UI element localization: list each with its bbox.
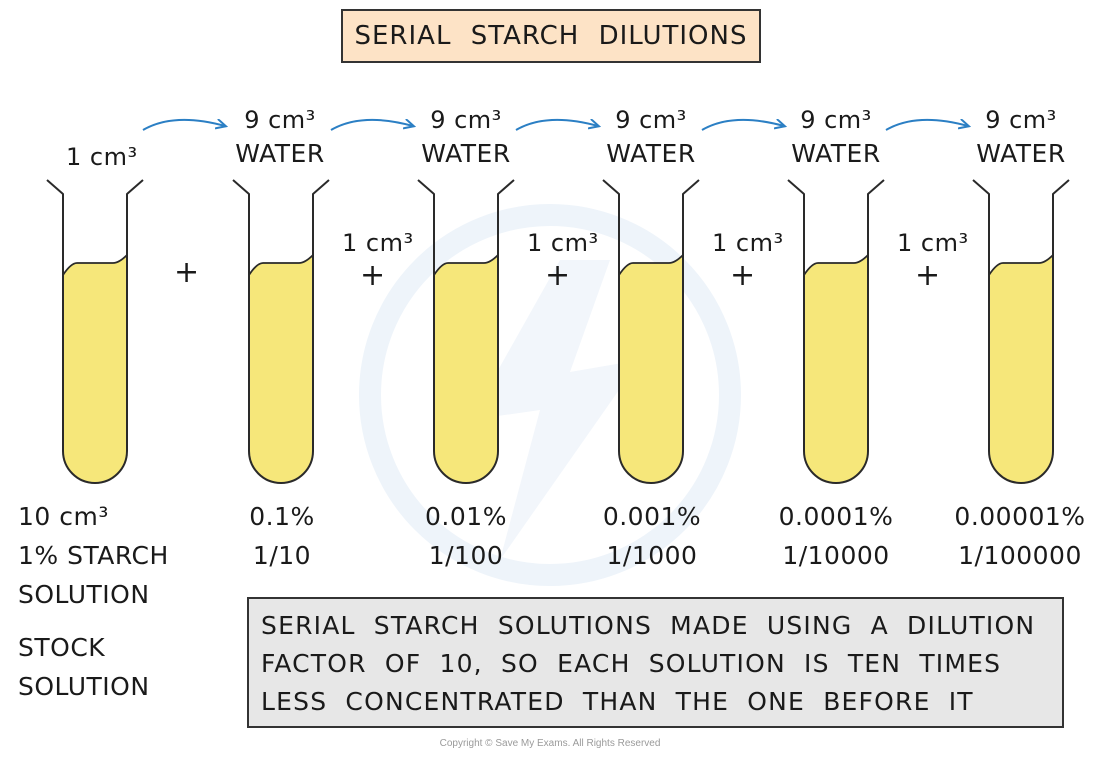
stock-transfer-label: 1 cm³ xyxy=(66,143,138,171)
starch-solution xyxy=(63,255,127,483)
dilution-fraction: 1/100 xyxy=(428,541,504,570)
dilution-percent: 0.01% xyxy=(425,502,507,531)
liquid-surface xyxy=(618,254,684,276)
liquid-surface xyxy=(988,254,1054,276)
transfer-arrow xyxy=(330,120,413,131)
plus-sign-3: + xyxy=(545,258,571,293)
water-label-2: 9 cm³ WATER xyxy=(401,103,531,171)
test-tube-outline xyxy=(972,179,1070,484)
dilution-test-tube xyxy=(417,179,515,484)
transfer-arrow xyxy=(515,120,598,131)
stock-name-line-2: SOLUTION xyxy=(18,580,150,609)
water-name: WATER xyxy=(235,139,325,168)
test-tube-outline xyxy=(602,179,700,484)
transfer-label-4: 1 cm³ xyxy=(897,229,969,257)
water-name: WATER xyxy=(421,139,511,168)
water-label-1: 9 cm³ WATER xyxy=(215,103,345,171)
test-tube-outline xyxy=(232,179,330,484)
dilution-test-tube xyxy=(787,179,885,484)
stock-name-line-1: 1% STARCH xyxy=(18,541,169,570)
transfer-label-1: 1 cm³ xyxy=(342,229,414,257)
starch-solution xyxy=(434,255,498,483)
dilution-label-1: 0.1% 1/10 xyxy=(217,497,347,575)
explanation-line-1: SERIAL STARCH SOLUTIONS MADE USING A DIL… xyxy=(261,611,1036,640)
water-volume: 9 cm³ xyxy=(985,106,1057,134)
plus-sign-4: + xyxy=(730,258,756,293)
copyright-notice: Copyright © Save My Exams. All Rights Re… xyxy=(439,738,661,749)
dilution-fraction: 1/1000 xyxy=(606,541,698,570)
stock-test-tube xyxy=(46,179,144,484)
starch-solution xyxy=(619,255,683,483)
water-volume: 9 cm³ xyxy=(800,106,872,134)
dilution-test-tube xyxy=(232,179,330,484)
transfer-label-2: 1 cm³ xyxy=(527,229,599,257)
starch-solution xyxy=(249,255,313,483)
stock-solution-label: 10 cm³ 1% STARCH SOLUTION xyxy=(18,497,169,614)
water-label-5: 9 cm³ WATER xyxy=(956,103,1086,171)
dilution-label-3: 0.001% 1/1000 xyxy=(584,497,720,575)
water-name: WATER xyxy=(606,139,696,168)
plus-sign-2: + xyxy=(360,258,386,293)
dilution-percent: 0.0001% xyxy=(778,502,894,531)
water-volume: 9 cm³ xyxy=(430,106,502,134)
diagram-title: SERIAL STARCH DILUTIONS xyxy=(341,9,761,63)
transfer-arrow xyxy=(885,120,968,131)
starch-solution xyxy=(804,255,868,483)
dilution-test-tube xyxy=(602,179,700,484)
dilution-test-tube xyxy=(972,179,1070,484)
dilution-label-5: 0.00001% 1/100000 xyxy=(945,497,1095,575)
dilution-percent: 0.001% xyxy=(602,502,702,531)
dilution-fraction: 1/10000 xyxy=(782,541,890,570)
test-tube-outline xyxy=(46,179,144,484)
liquid-surface xyxy=(62,254,128,276)
explanation-line-2: FACTOR OF 10, SO EACH SOLUTION IS TEN TI… xyxy=(261,649,1002,678)
plus-sign-1: + xyxy=(174,255,200,290)
liquid-surface xyxy=(248,254,314,276)
dilution-fraction: 1/100000 xyxy=(958,541,1082,570)
explanation-box: SERIAL STARCH SOLUTIONS MADE USING A DIL… xyxy=(247,597,1064,728)
plus-sign-5: + xyxy=(915,258,941,293)
dilution-label-4: 0.0001% 1/10000 xyxy=(763,497,909,575)
test-tube-outline xyxy=(787,179,885,484)
water-name: WATER xyxy=(976,139,1066,168)
starch-solution xyxy=(989,255,1053,483)
dilution-label-2: 0.01% 1/100 xyxy=(401,497,531,575)
dilution-percent: 0.00001% xyxy=(954,502,1086,531)
water-volume: 9 cm³ xyxy=(615,106,687,134)
explanation-line-3: LESS CONCENTRATED THAN THE ONE BEFORE IT xyxy=(261,687,974,716)
water-label-3: 9 cm³ WATER xyxy=(586,103,716,171)
transfer-arrow xyxy=(142,120,225,131)
test-tube-outline xyxy=(417,179,515,484)
liquid-surface xyxy=(803,254,869,276)
stock-caption: STOCK SOLUTION xyxy=(18,628,150,706)
water-volume: 9 cm³ xyxy=(244,106,316,134)
stock-caption-line-2: SOLUTION xyxy=(18,672,150,701)
transfer-label-3: 1 cm³ xyxy=(712,229,784,257)
liquid-surface xyxy=(433,254,499,276)
stock-caption-line-1: STOCK xyxy=(18,633,106,662)
transfer-arrow xyxy=(701,120,784,131)
water-name: WATER xyxy=(791,139,881,168)
dilution-fraction: 1/10 xyxy=(252,541,312,570)
stock-volume: 10 cm³ xyxy=(18,502,109,531)
water-label-4: 9 cm³ WATER xyxy=(771,103,901,171)
dilution-percent: 0.1% xyxy=(249,502,315,531)
